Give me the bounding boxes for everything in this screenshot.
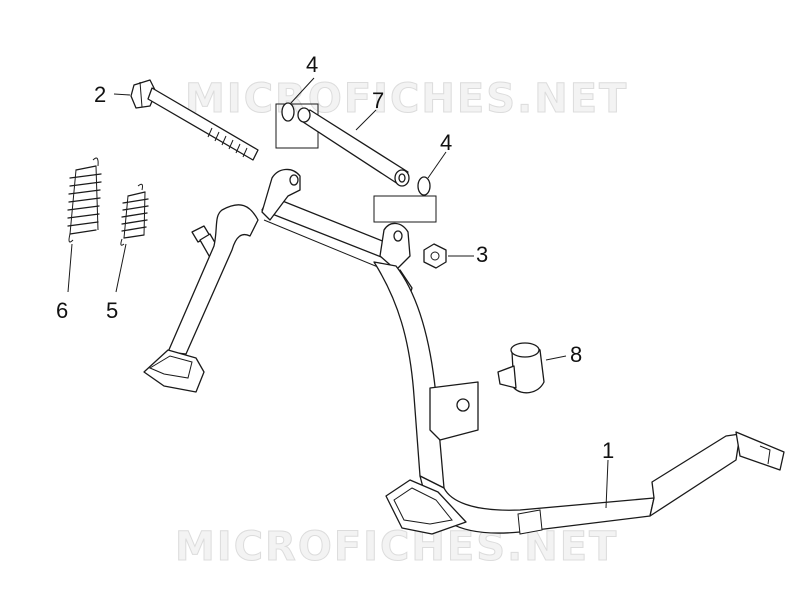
callout-5: 5 xyxy=(106,298,118,323)
watermark-bottom: MICROFICHES.NET xyxy=(175,524,618,570)
o-ring-icon xyxy=(275,102,319,149)
rubber-buffer-icon xyxy=(497,342,545,394)
callouts: 2 4 7 4 3 6 5 8 1 xyxy=(56,52,614,463)
callout-4-bottom: 4 xyxy=(440,130,452,155)
bolt-icon xyxy=(130,79,259,161)
callout-8: 8 xyxy=(570,342,582,367)
callout-2: 2 xyxy=(94,82,106,107)
leader-lines xyxy=(67,77,609,509)
o-ring-icon xyxy=(373,176,437,223)
nut-icon xyxy=(423,243,447,269)
large-spring-icon xyxy=(67,157,102,243)
callout-1: 1 xyxy=(602,438,614,463)
callout-3: 3 xyxy=(476,242,488,267)
small-spring-icon xyxy=(120,183,149,246)
watermark-top: MICROFICHES.NET xyxy=(185,76,628,122)
stand-frame-icon xyxy=(143,168,785,535)
callout-4-top: 4 xyxy=(306,52,318,77)
callout-7: 7 xyxy=(372,88,384,113)
spacer-tube-icon xyxy=(297,107,410,187)
callout-6: 6 xyxy=(56,298,68,323)
